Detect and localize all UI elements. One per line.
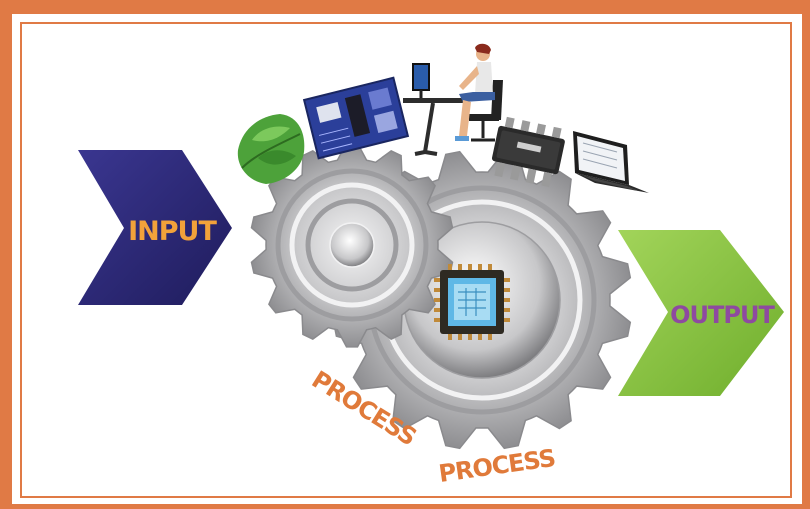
process-label-bottom: PROCESS	[437, 444, 557, 488]
gear-ring	[305, 198, 399, 292]
leaf-icon	[237, 114, 305, 184]
circuit-board-icon	[302, 76, 410, 160]
ic-chip-icon	[491, 116, 565, 188]
input-arrow: INPUT	[78, 150, 232, 305]
output-label: OUTPUT	[670, 301, 775, 329]
small-gear	[250, 142, 454, 348]
inner-border	[20, 22, 792, 498]
output-arrow: OUTPUT	[618, 230, 784, 396]
gear-ring	[329, 222, 375, 268]
gear-ring	[275, 168, 429, 322]
person-at-computer-icon	[403, 43, 503, 156]
gear-ring	[289, 182, 415, 308]
laptop-icon	[573, 131, 649, 193]
input-label: INPUT	[128, 216, 217, 247]
microprocessor-icon	[434, 264, 510, 340]
